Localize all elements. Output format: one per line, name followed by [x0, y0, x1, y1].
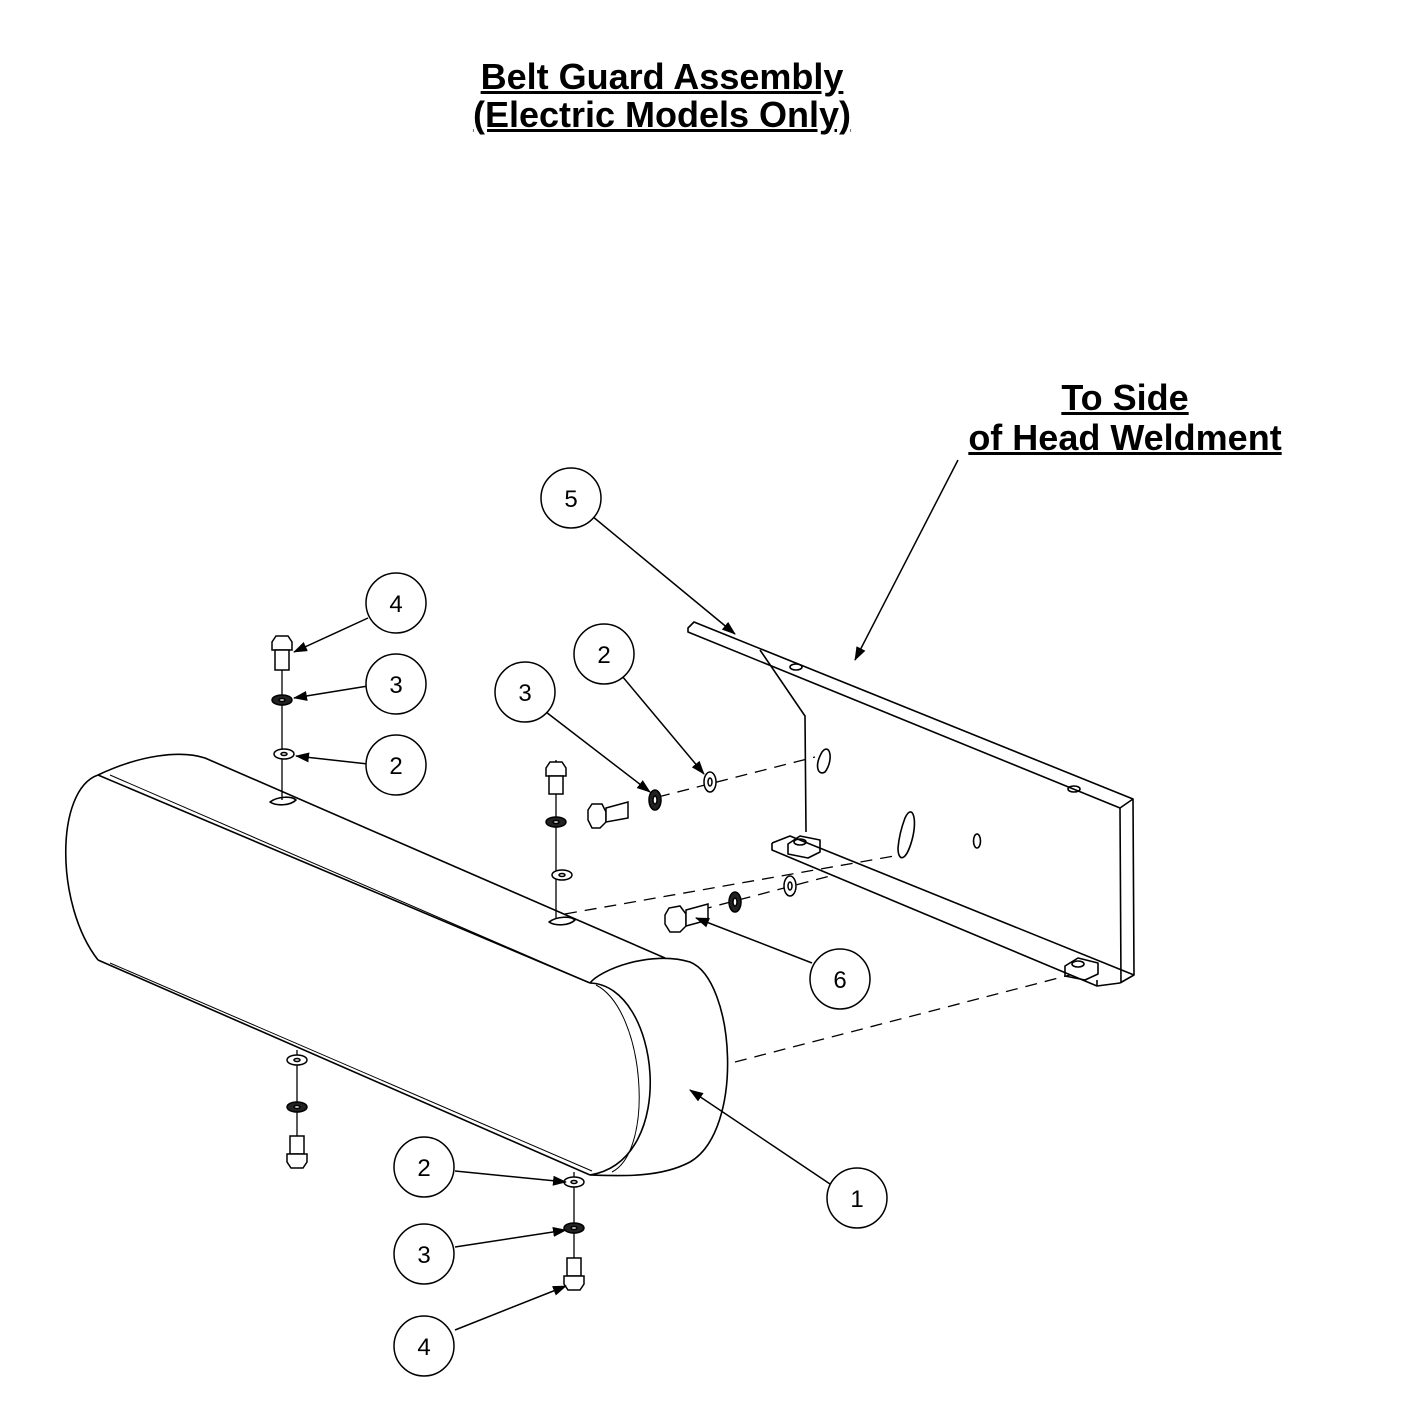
callout-2-mid: 2	[573, 623, 635, 685]
hardware	[271, 635, 797, 1291]
leader-lines	[293, 459, 959, 1331]
callout-3-bottom: 3	[393, 1223, 455, 1285]
svg-text:2: 2	[417, 1155, 430, 1182]
svg-text:3: 3	[417, 1242, 430, 1269]
svg-text:2: 2	[597, 642, 610, 669]
hex-bolt-mid-horizontal	[587, 801, 629, 829]
belt-guard	[64, 753, 729, 1177]
svg-text:4: 4	[389, 591, 402, 618]
callout-4-top: 4	[365, 572, 427, 634]
hex-bolt-bottom-left	[286, 1135, 308, 1169]
svg-text:1: 1	[850, 1186, 863, 1213]
callout-6: 6	[809, 948, 871, 1010]
hex-bolt-bottom-right	[563, 1257, 585, 1291]
svg-text:4: 4	[417, 1334, 430, 1361]
callout-4-bottom: 4	[393, 1315, 455, 1377]
head-weldment-note: To Side of Head Weldment	[940, 378, 1310, 458]
svg-text:5: 5	[564, 486, 577, 513]
hex-bolt-top-left	[271, 635, 293, 671]
diagram-title: Belt Guard Assembly (Electric Models Onl…	[0, 58, 1324, 134]
note-line-2: of Head Weldment	[968, 417, 1282, 458]
callout-3-top: 3	[365, 653, 427, 715]
title-line-2: (Electric Models Only)	[472, 94, 852, 135]
hex-bolt-mid-vertical	[545, 761, 567, 795]
svg-text:3: 3	[389, 672, 402, 699]
callout-3-mid: 3	[494, 661, 556, 723]
svg-text:2: 2	[389, 753, 402, 780]
hex-bolt-part-6	[664, 903, 709, 933]
callout-2-bottom: 2	[393, 1136, 455, 1198]
title-line-1: Belt Guard Assembly	[480, 56, 844, 97]
callout-5: 5	[540, 467, 602, 529]
callout-1: 1	[826, 1167, 888, 1229]
svg-text:6: 6	[833, 967, 846, 994]
svg-text:3: 3	[518, 680, 531, 707]
note-line-1: To Side	[1061, 377, 1189, 418]
mounting-bracket	[687, 621, 1135, 987]
callout-2-top: 2	[365, 734, 427, 796]
